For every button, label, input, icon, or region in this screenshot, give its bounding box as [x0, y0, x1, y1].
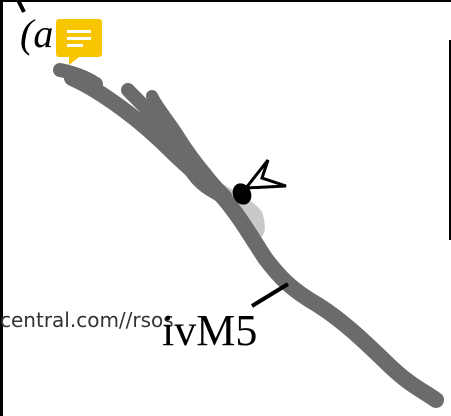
panel-label: (a — [20, 14, 53, 54]
background-url-text: central.com//rsos — [0, 310, 174, 330]
arrowhead-pointer — [246, 160, 286, 188]
specimen-label: ivM5 — [162, 309, 257, 353]
label-leader-line — [252, 284, 288, 306]
sticky-note-icon[interactable] — [55, 18, 103, 66]
